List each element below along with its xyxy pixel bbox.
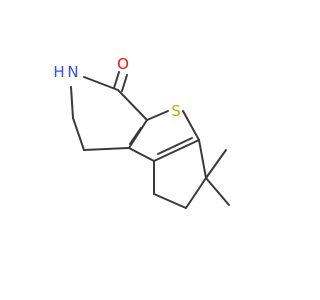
bond-c3a-c7a-inner (157, 137, 193, 155)
nitrogen-atom-label: N (67, 63, 78, 81)
bond-n-ch2 (70, 86, 74, 119)
bond-methyl-2 (205, 177, 230, 206)
bond-methyl-1 (205, 149, 227, 179)
bond-cq-ch2 (153, 193, 187, 209)
sulfur-atom-label: S (171, 102, 181, 120)
bond-ch2-ch2 (72, 117, 85, 151)
bond-carbonyl-double-1 (113, 71, 120, 89)
bond-c-n (83, 76, 119, 91)
bond-carbonyl-c2 (117, 89, 148, 121)
bonds (70, 71, 230, 209)
bond-c3-c3a (128, 147, 155, 162)
bond-c7a-ch2 (198, 139, 207, 179)
bond-ch2-cq (185, 177, 207, 209)
bond-c2-s (146, 110, 169, 121)
atom-labels: O H N S (53, 55, 180, 120)
oxygen-atom-label: O (117, 55, 129, 73)
hydrogen-atom-label: H (53, 63, 64, 81)
bond-c2-c3-inner (129, 127, 142, 145)
bond-carbonyl-double-2 (121, 74, 128, 92)
molecule-structure: O H N S (53, 55, 230, 209)
bond-s-c7a (182, 110, 200, 141)
bond-c3a-c7a (153, 139, 200, 162)
bond-ch2-c3 (83, 147, 130, 151)
